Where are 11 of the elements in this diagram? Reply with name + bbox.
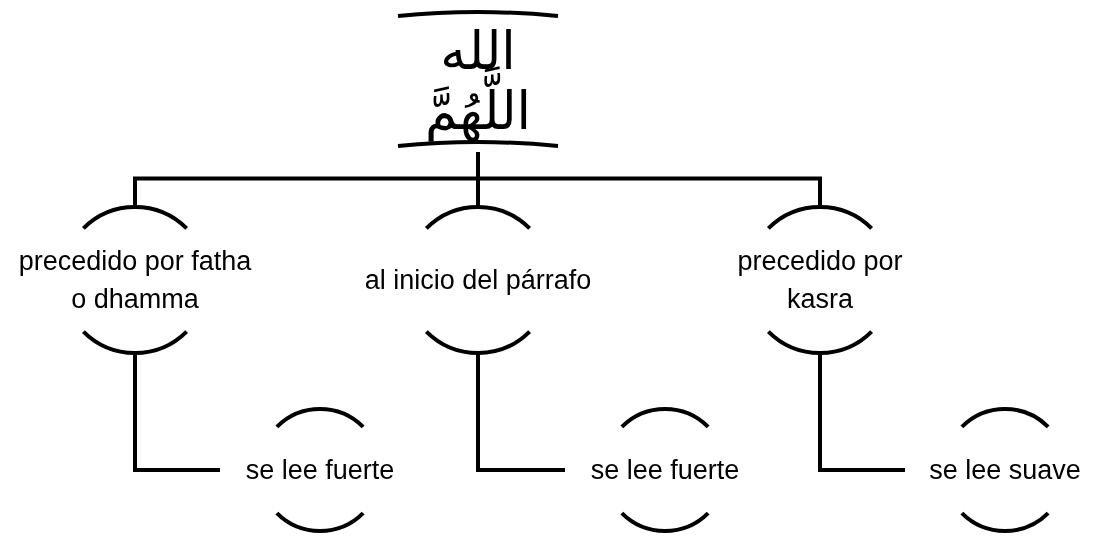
arc-node: se lee fuerte xyxy=(220,407,420,533)
connector-line xyxy=(476,152,822,205)
arc-node: se lee suave xyxy=(905,407,1105,533)
arc-node: precedido por fatha o dhamma xyxy=(10,205,260,355)
arc-node: precedido por kasra xyxy=(695,205,945,355)
connector-line xyxy=(476,355,565,472)
connector-line xyxy=(133,355,220,472)
bracketed-title: الله اللَّهُمَّ xyxy=(393,10,563,152)
connector-line xyxy=(818,355,905,472)
arc-node: al inicio del párrafo xyxy=(353,205,603,355)
arc-node: se lee fuerte xyxy=(565,407,765,533)
